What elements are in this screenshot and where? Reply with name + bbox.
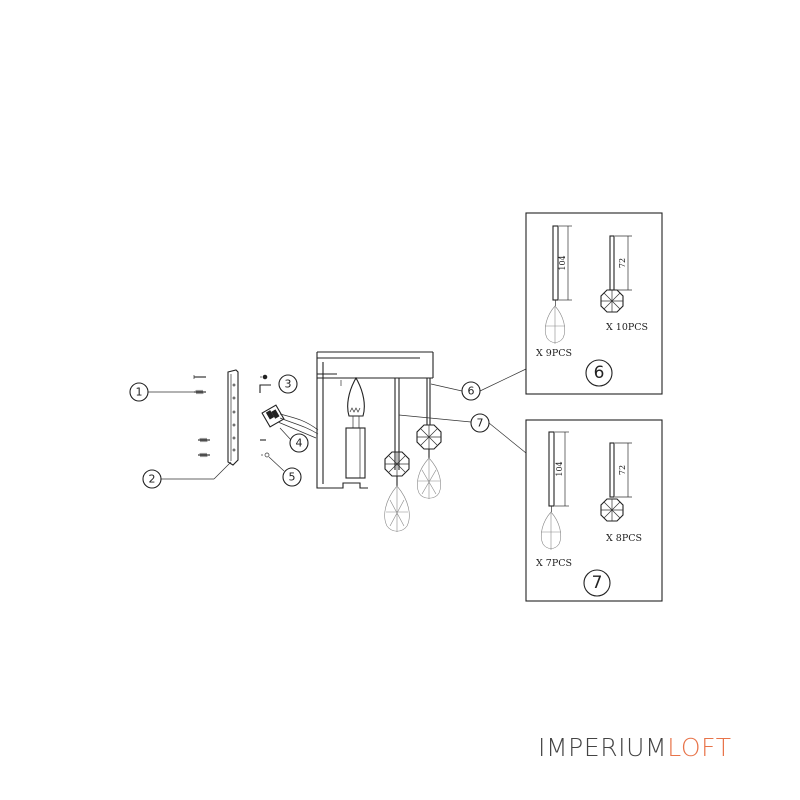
short-rod-quantity: X 10PCS (606, 322, 648, 333)
octagon-crystal-upper (416, 424, 442, 458)
screw-bottom-1 (198, 437, 210, 443)
mounting-screws (193, 375, 210, 458)
screw-top-1 (193, 375, 206, 379)
callout-6: 6 (430, 368, 527, 401)
detail-panel-6: 104 72 X 10PCS X 9PCS 6 (525, 212, 663, 395)
svg-text:6: 6 (468, 385, 475, 398)
screw-bottom-2 (198, 452, 210, 458)
panel-6-number: 6 (594, 363, 605, 383)
svg-text:2: 2 (149, 473, 156, 486)
teardrop-crystal-lower (384, 485, 410, 532)
bracket-hook-part (259, 384, 271, 393)
logo-part-imperium: IMPERIUM (538, 733, 668, 762)
long-crystal-rod: 104 (552, 225, 572, 306)
teardrop-crystal-upper (417, 457, 441, 499)
long-rod-quantity: X 7PCS (536, 558, 572, 569)
panel-7-number: 7 (592, 573, 603, 593)
candle-socket (345, 427, 366, 479)
short-rod-quantity: X 8PCS (606, 533, 642, 544)
long-crystal-rod: 104 (548, 431, 569, 512)
logo-part-loft: LOFT (667, 733, 732, 762)
svg-text:1: 1 (136, 386, 143, 399)
short-crystal-rod: 72 (609, 235, 632, 291)
callout-2: 2 (142, 461, 232, 489)
small-nut-part (260, 374, 268, 380)
svg-text:72: 72 (618, 258, 627, 268)
callout-5: 5 (268, 456, 302, 487)
hanging-arm (394, 378, 431, 470)
svg-text:72: 72 (618, 465, 627, 475)
callout-1: 1 (129, 382, 196, 402)
short-crystal-rod: 72 (609, 442, 632, 498)
long-rod-teardrop (544, 305, 566, 344)
short-rod-octagon (600, 289, 624, 313)
wire-connector-block (261, 404, 319, 439)
short-rod-octagon (600, 498, 624, 522)
svg-text:3: 3 (285, 378, 292, 391)
detail-panel-7: 104 72 X 8PCS X 7PCS 7 (525, 419, 663, 602)
callout-4: 4 (279, 427, 309, 453)
callout-3: 3 (278, 374, 298, 394)
octagon-crystal-lower (384, 451, 410, 486)
svg-text:7: 7 (477, 417, 484, 430)
long-rod-teardrop (540, 511, 562, 550)
svg-text:4: 4 (296, 437, 303, 450)
svg-text:104: 104 (558, 255, 567, 270)
svg-text:104: 104 (555, 461, 564, 476)
long-rod-quantity: X 9PCS (536, 348, 572, 359)
small-screw-part (261, 452, 270, 458)
wall-plate (227, 369, 239, 466)
candle-bulb (347, 376, 365, 428)
brand-logo: IMPERIUMLOFT (538, 733, 732, 762)
lamp-frame (316, 351, 434, 489)
svg-text:5: 5 (289, 471, 296, 484)
callout-7: 7 (398, 413, 527, 454)
